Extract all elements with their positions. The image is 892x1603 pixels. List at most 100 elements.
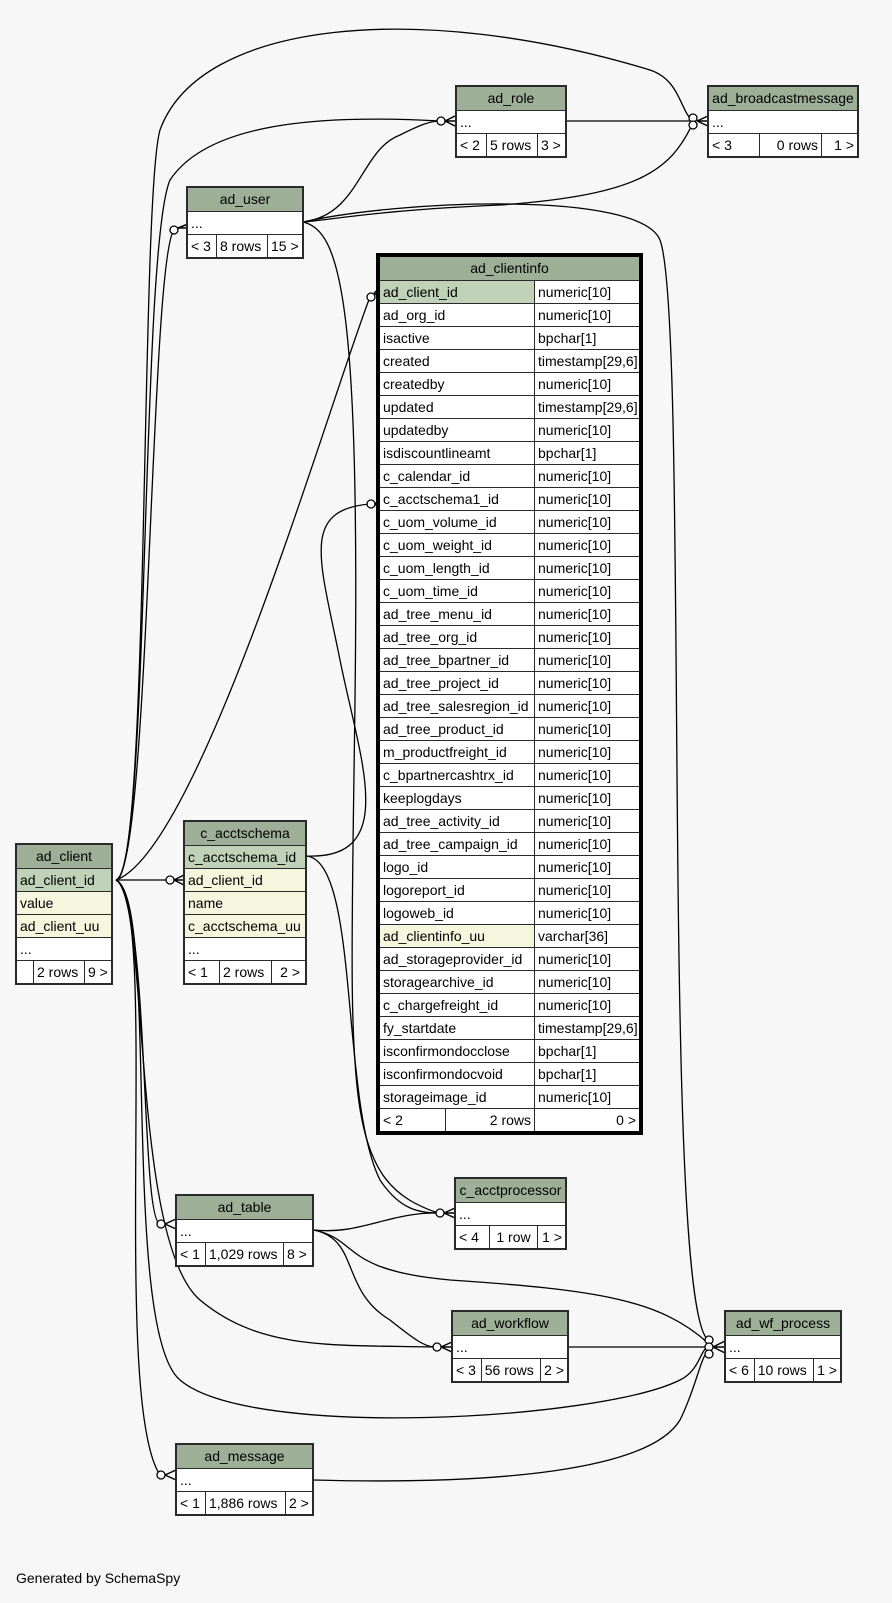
column-name: updatedby	[380, 419, 535, 441]
children-count: 9 >	[88, 964, 108, 980]
column-type: timestamp[29,6]	[538, 353, 638, 369]
table-header[interactable]: ad_clientinfo	[380, 257, 639, 281]
table-footer: < 1 1,029 rows 8 >	[177, 1243, 312, 1265]
row-count: 0 rows	[760, 134, 822, 156]
column-name: ad_client_id	[380, 281, 535, 303]
column-type: numeric[10]	[538, 422, 612, 438]
column-type: timestamp[29,6]	[538, 1020, 638, 1036]
column-type: timestamp[29,6]	[538, 399, 638, 415]
children-count: 1 >	[542, 1229, 562, 1245]
row-count: 2 rows	[34, 961, 85, 983]
table-column: ...	[709, 111, 857, 134]
table-ad-broadcastmessage[interactable]: ad_broadcastmessage ... < 3 0 rows 1 >	[707, 85, 859, 158]
table-c-acctschema[interactable]: c_acctschema c_acctschema_id ad_client_i…	[183, 820, 307, 985]
column-type: numeric[10]	[538, 284, 612, 300]
column-name: ad_tree_product_id	[380, 718, 535, 740]
crowfoot	[164, 1469, 177, 1481]
table-ad-user[interactable]: ad_user ... < 3 8 rows 15 >	[186, 186, 304, 259]
table-header[interactable]: ad_client	[17, 845, 111, 869]
table-column: ...	[17, 938, 111, 961]
edge-c-acctschema-c-acctprocessor	[305, 855, 439, 1214]
table-header[interactable]: ad_message	[177, 1445, 312, 1469]
table-column: c_acctschema_uu	[185, 915, 305, 938]
parents-count: < 1	[177, 1492, 206, 1514]
column-name: m_productfreight_id	[380, 741, 535, 763]
column-name: storageimage_id	[380, 1086, 535, 1108]
column-type: numeric[10]	[538, 629, 612, 645]
crowfoot-circle	[432, 1342, 442, 1352]
table-column: ...	[726, 1336, 840, 1359]
table-ad-workflow[interactable]: ad_workflow ... < 3 56 rows 2 >	[451, 1310, 569, 1383]
table-footer: < 2 5 rows 3 >	[457, 134, 565, 156]
table-ad-table[interactable]: ad_table ... < 1 1,029 rows 8 >	[175, 1194, 314, 1267]
parents-count: < 2	[380, 1109, 446, 1131]
edge-ad-client-ad-user	[115, 229, 175, 881]
column-type: numeric[10]	[538, 744, 612, 760]
table-header[interactable]: c_acctschema	[185, 822, 305, 846]
column-name: c_uom_weight_id	[380, 534, 535, 556]
children-count: 3 >	[541, 137, 561, 153]
column-type: numeric[10]	[538, 882, 612, 898]
edge-ad-table-ad-workflow	[313, 1229, 436, 1348]
table-footer: < 1 2 rows 2 >	[185, 961, 305, 983]
table-ad-message[interactable]: ad_message ... < 1 1,886 rows 2 >	[175, 1443, 314, 1516]
edge-ad-table-c-acctprocessor	[313, 1212, 439, 1232]
row-count: 10 rows	[755, 1359, 815, 1381]
edge-ad-client-ad-message	[115, 879, 161, 1476]
table-header[interactable]: ad_role	[457, 87, 565, 111]
edge-ad-client-ad-workflow	[115, 879, 436, 1348]
children-count: 2 >	[289, 1495, 309, 1511]
crowfoot-circle	[688, 120, 698, 130]
edge-ad-user-ad-role	[302, 120, 441, 223]
table-header[interactable]: ad_table	[177, 1196, 312, 1220]
table-column-pk: ad_client_id	[17, 869, 111, 892]
column-type: numeric[10]	[538, 767, 612, 783]
table-column: ...	[177, 1220, 312, 1243]
column-name: c_chargefreight_id	[380, 994, 535, 1016]
table-header[interactable]: c_acctprocessor	[456, 1179, 565, 1203]
table-header[interactable]: ad_wf_process	[726, 1312, 840, 1336]
column-type: numeric[10]	[538, 675, 612, 691]
column-name: c_uom_volume_id	[380, 511, 535, 533]
table-ad-wf-process[interactable]: ad_wf_process ... < 6 10 rows 1 >	[724, 1310, 842, 1383]
table-header[interactable]: ad_user	[188, 188, 302, 212]
column-type: numeric[10]	[538, 491, 612, 507]
table-c-acctprocessor[interactable]: c_acctprocessor ... < 4 1 row 1 >	[454, 1177, 567, 1250]
crowfoot-circle	[169, 225, 179, 235]
table-footer: < 2 2 rows 0 >	[380, 1109, 639, 1131]
column-type: numeric[10]	[538, 951, 612, 967]
column-type: numeric[10]	[538, 790, 612, 806]
children-count: 0 >	[616, 1112, 636, 1128]
table-header[interactable]: ad_workflow	[453, 1312, 567, 1336]
column-name: logoreport_id	[380, 879, 535, 901]
column-type: numeric[10]	[538, 997, 612, 1013]
column-type: bpchar[1]	[538, 1043, 597, 1059]
column-name: c_uom_time_id	[380, 580, 535, 602]
parents-count: < 4	[456, 1226, 490, 1248]
table-footer: < 6 10 rows 1 >	[726, 1359, 840, 1381]
column-name: ad_clientinfo_uu	[380, 925, 535, 947]
crowfoot	[164, 1218, 177, 1230]
column-type: numeric[10]	[538, 468, 612, 484]
parents-count: < 2	[457, 134, 487, 156]
table-ad-role[interactable]: ad_role ... < 2 5 rows 3 >	[455, 85, 567, 158]
edge-ad-message-ad-wf-process	[312, 1349, 709, 1482]
column-name: updated	[380, 396, 535, 418]
table-column: ...	[177, 1469, 312, 1492]
column-name: logo_id	[380, 856, 535, 878]
column-name: ad_tree_menu_id	[380, 603, 535, 625]
edge-ad-client-ad-clientinfo	[115, 296, 371, 881]
table-ad-client[interactable]: ad_client ad_client_id value ad_client_u…	[15, 843, 113, 985]
table-footer: < 3 56 rows 2 >	[453, 1359, 567, 1381]
table-header[interactable]: ad_broadcastmessage	[709, 87, 857, 111]
table-column: ...	[457, 111, 565, 134]
